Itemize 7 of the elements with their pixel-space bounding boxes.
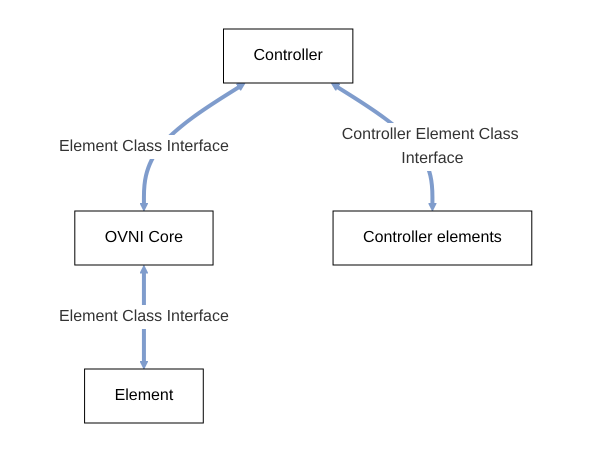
edge-label: Controller Element Class Interface [342, 126, 519, 167]
edge-label: Element Class Interface [59, 138, 230, 155]
node-box: Controller elements [332, 210, 533, 266]
edge-label: Element Class Interface [59, 308, 230, 325]
node-box: Controller [223, 28, 354, 84]
node-box: OVNI Core [74, 210, 214, 266]
node-box: Element [84, 368, 204, 424]
